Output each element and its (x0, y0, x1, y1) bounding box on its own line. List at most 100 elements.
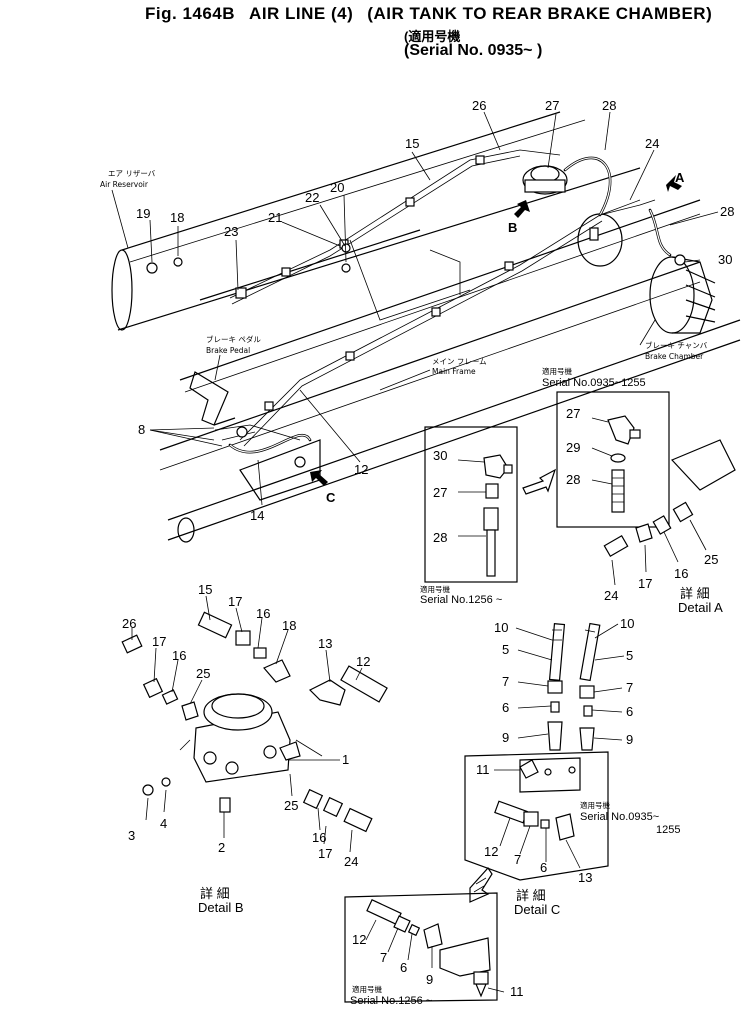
detail-a-box-1256 (424, 426, 518, 583)
detail-b-25: 25 (196, 666, 210, 681)
detail-c-10b: 10 (620, 616, 634, 631)
hose-28-upper (563, 156, 612, 217)
part-number-19: 19 (136, 206, 150, 221)
detail-c-9: 9 (502, 730, 509, 745)
detail-b-17c: 17 (318, 846, 332, 861)
detail-a-24: 24 (604, 588, 618, 603)
detail-a-serial-jp: 適用号機 (542, 366, 572, 376)
view-arrow-c: C (310, 470, 336, 505)
detail-c-box-1256 (344, 892, 498, 1003)
view-label-b: B (508, 220, 517, 235)
detail-a-serial-1256-jp: 適用号機 (420, 584, 450, 594)
brake-pedal (189, 371, 236, 426)
part-number-20: 20 (330, 180, 344, 195)
detail-c-6b: 6 (626, 704, 633, 719)
detail-b-17b: 17 (228, 594, 242, 609)
detail-c-jp-label: 詳 細 (516, 888, 546, 903)
air-reservoir-label: Air Reservoir (100, 180, 149, 189)
brake-chamber (649, 254, 716, 334)
part-number-24: 24 (645, 136, 659, 151)
detail-a-27-new: 27 (433, 485, 447, 500)
pipe-clips (146, 155, 599, 468)
main-assembly-view: A B C エア リザーバ Air Reservoir ブレーキ ペダル Bra… (100, 98, 741, 543)
detail-b: 26 17 16 25 15 17 16 18 13 12 1 25 16 17… (121, 582, 388, 915)
figure-title: Fig. 1464B AIR LINE (4) (AIR TANK TO REAR … (145, 4, 712, 24)
detail-a-27: 27 (566, 406, 580, 421)
part-number-12: 12 (354, 462, 368, 477)
detail-c-arrow (469, 867, 493, 903)
detail-c-serial-line1: Serial No.0935~ (580, 811, 659, 823)
detail-c-box-11: 11 (510, 984, 524, 999)
detail-b-12: 12 (356, 654, 370, 669)
detail-b-25b: 25 (284, 798, 298, 813)
detail-b-24: 24 (344, 854, 358, 869)
part-number-27: 27 (545, 98, 559, 113)
detail-a-25: 25 (704, 552, 718, 567)
main-frame-jp-label: メイン フレーム (432, 357, 487, 366)
detail-c-6: 6 (502, 700, 509, 715)
part-number-18: 18 (170, 210, 184, 225)
detail-c-box-7: 7 (380, 950, 387, 965)
air-reservoir-jp-label: エア リザーバ (108, 169, 156, 178)
part-number-21: 21 (268, 210, 282, 225)
detail-b-3: 3 (128, 828, 135, 843)
detail-c-9b: 9 (626, 732, 633, 747)
detail-c-box-serial: Serial No.1256 ~ (350, 995, 432, 1007)
detail-c-serial-line2: 1255 (656, 824, 680, 836)
applicable-jp: (適用号機 (404, 29, 461, 44)
detail-a-serial-1256: Serial No.1256 ~ (420, 594, 502, 606)
detail-c-7c: 7 (514, 852, 521, 867)
detail-a-label: Detail A (678, 600, 723, 615)
detail-c: 10 5 7 6 9 10 5 7 6 9 11 12 7 6 13 適用号機 … (344, 616, 680, 1007)
detail-c-box-9: 9 (426, 972, 433, 987)
detail-b-16b: 16 (256, 606, 270, 621)
detail-a-29: 29 (566, 440, 580, 455)
leader-lines-main (111, 111, 719, 506)
detail-a: 適用号機 Serial No.0935~1255 27 29 28 (420, 366, 736, 615)
detail-b-2: 2 (218, 840, 225, 855)
detail-c-label: Detail C (514, 902, 560, 917)
detail-c-7: 7 (502, 674, 509, 689)
detail-a-arrow (522, 468, 557, 495)
detail-b-1: 1 (342, 752, 349, 767)
detail-c-7b: 7 (626, 680, 633, 695)
part-number-22: 22 (305, 190, 319, 205)
brake-pedal-jp-label: ブレーキ ペダル (206, 334, 261, 344)
part-number-28: 28 (602, 98, 616, 113)
part-number-23: 23 (224, 224, 238, 239)
relay-valve-b (522, 165, 568, 195)
detail-c-12: 12 (484, 844, 498, 859)
detail-b-15: 15 (198, 582, 212, 597)
detail-a-30: 30 (433, 448, 447, 463)
detail-c-10: 10 (494, 620, 508, 635)
brake-chamber-jp-label: ブレーキ チャンバ (645, 340, 708, 350)
detail-a-box-0935 (556, 391, 670, 528)
brake-pedal-label: Brake Pedal (206, 346, 250, 355)
view-arrow-b: B (508, 200, 530, 235)
air-reservoir-tank (111, 111, 641, 331)
part-number-15: 15 (405, 136, 419, 151)
part-number-30: 30 (718, 252, 732, 267)
figure-description: (AIR TANK TO REAR BRAKE CHAMBER) (367, 4, 713, 23)
detail-c-5: 5 (502, 642, 509, 657)
detail-a-serial-0935: Serial No.0935~1255 (542, 377, 646, 389)
detail-c-box-12: 12 (352, 932, 366, 947)
view-label-a: A (675, 170, 685, 185)
detail-b-26: 26 (122, 616, 136, 631)
brake-chamber-label: Brake Chamber (645, 352, 704, 361)
figure-number: Fig. 1464B (145, 4, 236, 23)
detail-c-5b: 5 (626, 648, 633, 663)
detail-b-13: 13 (318, 636, 332, 651)
view-arrow-a: A (666, 170, 685, 192)
detail-c-6c: 6 (540, 860, 547, 875)
detail-b-17: 17 (152, 634, 166, 649)
detail-c-box-6: 6 (400, 960, 407, 975)
detail-a-28-new: 28 (433, 530, 447, 545)
figure-name: AIR LINE (4) (249, 4, 354, 23)
main-frame-label: Main Frame (432, 367, 476, 376)
pipe-12 (239, 199, 641, 441)
pipe-15 (229, 149, 561, 299)
detail-b-jp-label: 詳 細 (200, 886, 230, 901)
